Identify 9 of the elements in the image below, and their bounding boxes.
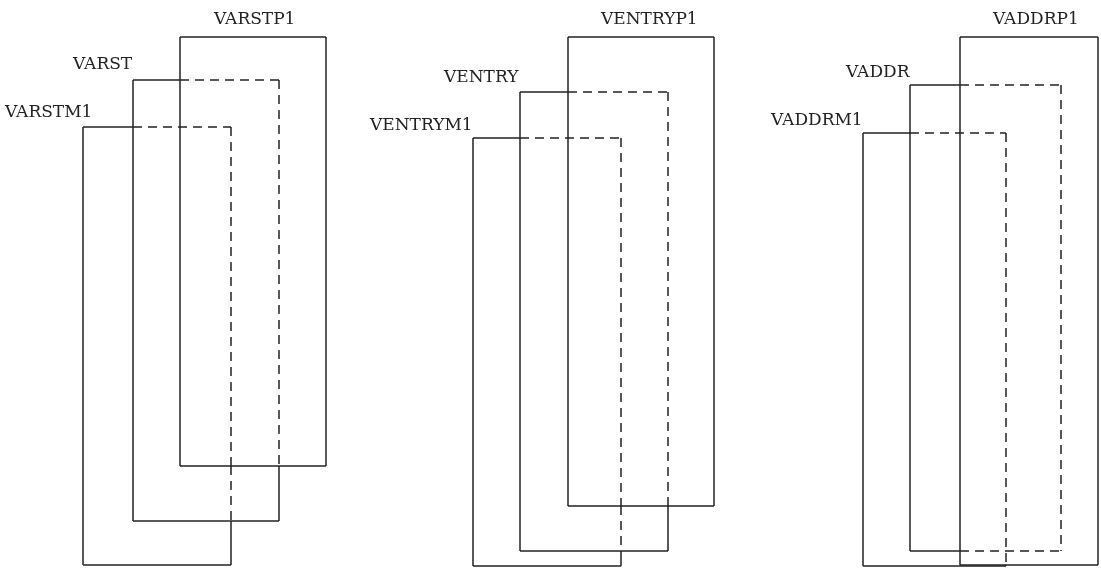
box-label: VARSTP1 [214,10,296,27]
box-label: VARST [73,55,133,72]
box-label: VADDRM1 [771,111,863,128]
box-label: VENTRYM1 [370,116,473,133]
box-label: VENTRYP1 [601,10,698,27]
box-label: VADDRP1 [993,10,1079,27]
box-label: VADDR [846,63,910,80]
box-label: VARSTM1 [5,103,93,120]
box-label: VENTRY [444,68,519,85]
